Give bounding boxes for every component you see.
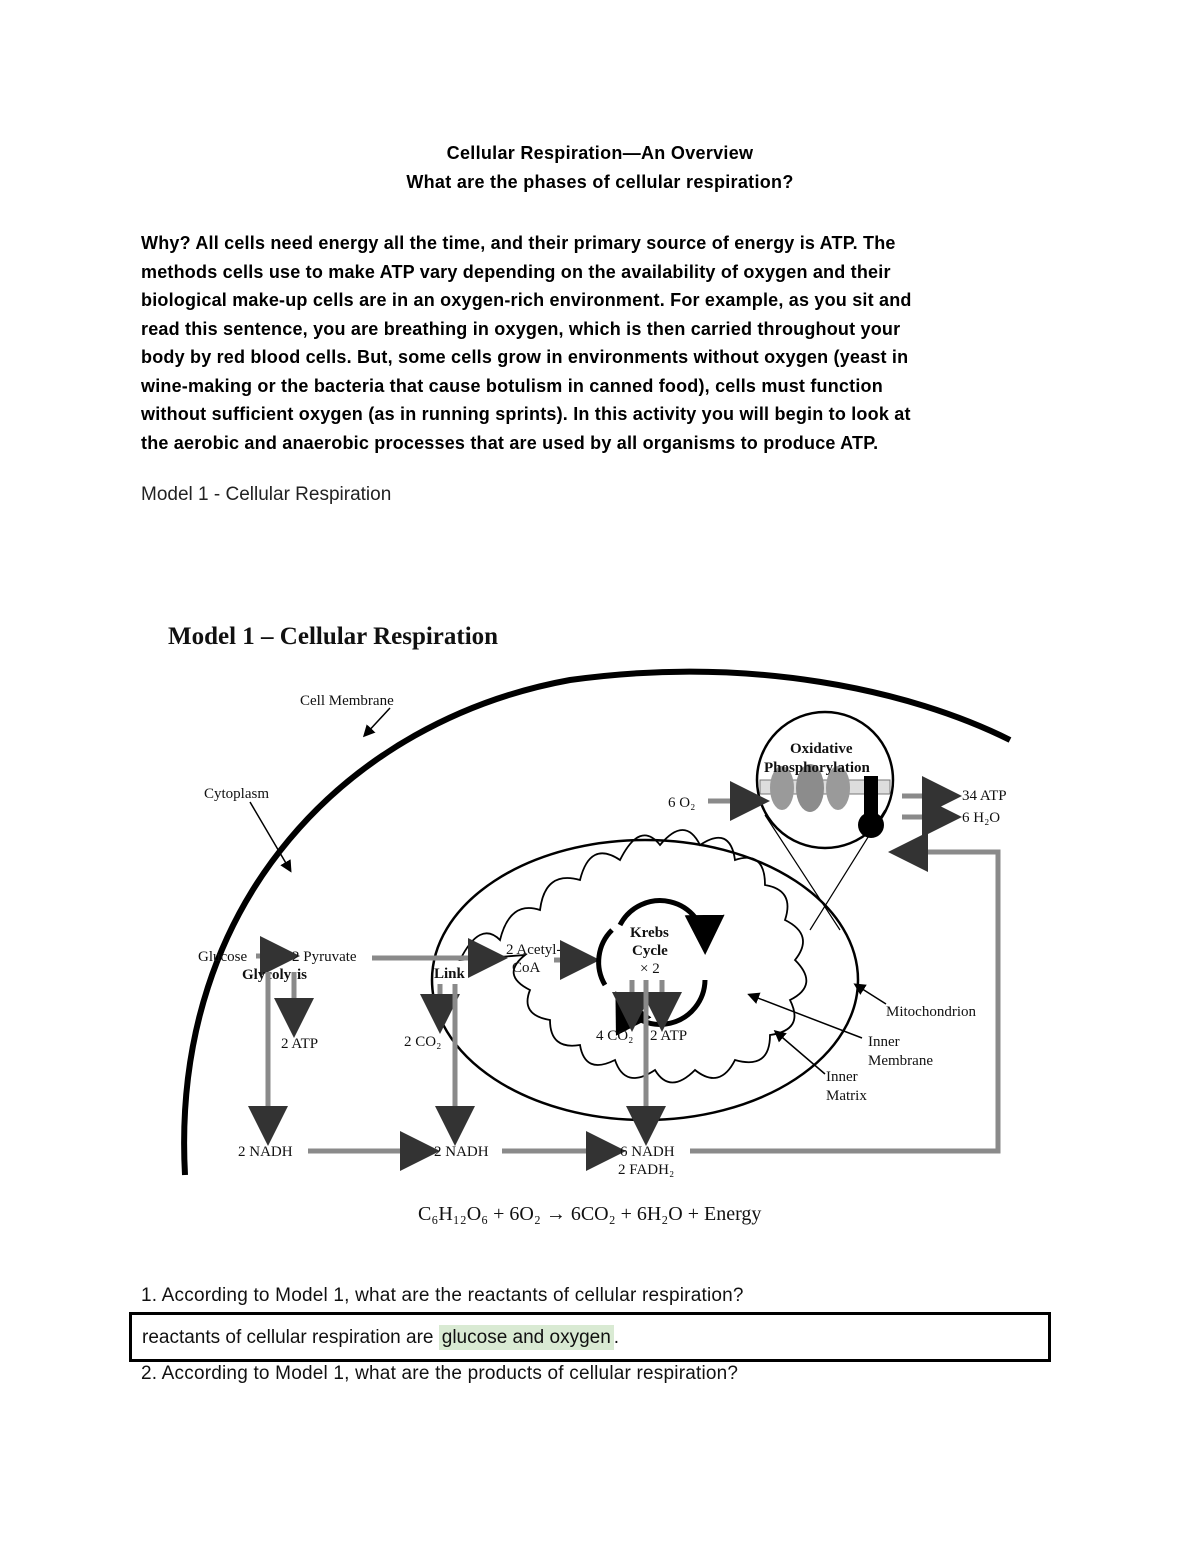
page-subtitle: What are the phases of cellular respirat… [0,172,1200,193]
krebs-co2-label: 4 CO₂ [596,1028,633,1044]
inner-matrix-label-1: Inner [826,1069,858,1085]
link-co2-label: 2 CO₂ [404,1034,441,1050]
mitochondrion-label: Mitochondrion [886,1004,976,1020]
krebs-cycle-arc [599,930,612,985]
cell-membrane-label: Cell Membrane [300,693,394,709]
answer-1-highlight: glucose and oxygen [439,1325,614,1350]
acetyl-coa-label-1: 2 Acetyl- [506,942,561,958]
answer-1-suffix: . [614,1327,619,1348]
h2o-output-label: 6 H₂O [962,810,1000,826]
question-2: 2. According to Model 1, what are the pr… [141,1363,738,1385]
cell-membrane-line [184,672,1010,1175]
intro-line: read this sentence, you are breathing in… [141,315,1061,344]
glycolysis-label: Glycolysis [242,967,307,983]
krebs-label-1: Krebs [630,925,669,941]
oxidative-label-1: Oxidative [790,741,853,757]
inner-membrane-label-1: Inner [868,1034,900,1050]
intro-line: biological make-up cells are in an oxyge… [141,286,1061,315]
intro-line: wine-making or the bacteria that cause b… [141,372,1061,401]
page-title: Cellular Respiration—An Overview [0,143,1200,164]
atp-output-label: 34 ATP [962,788,1007,804]
oxidative-label-2: Phosphorylation [764,760,871,776]
o2-input-label: 6 O₂ [668,795,695,811]
mitochondrion-pointer [856,985,886,1004]
intro-line: without sufficient oxygen (as in running… [141,400,1061,429]
krebs-atp-label: 2 ATP [650,1028,687,1044]
cytoplasm-label: Cytoplasm [204,786,269,802]
intro-line: Why? All cells need energy all the time,… [141,229,1061,258]
intro-paragraph: Why? All cells need energy all the time,… [141,229,1061,457]
overall-equation: C₆H₁₂O₆ + 6O₂ → 6CO₂ + 6H₂O + Energy [418,1203,761,1225]
cellular-respiration-diagram: Model 1 – Cellular Respiration Cell Memb… [150,600,1050,1260]
fadh-label: 2 FADH₂ [618,1162,674,1178]
answer-box-1[interactable]: reactants of cellular respiration are gl… [129,1312,1051,1362]
nadh-label-2: 2 NADH [434,1144,489,1160]
inner-matrix-label-2: Matrix [826,1088,867,1104]
krebs-label-2: Cycle [632,943,668,959]
atp-synthase [864,776,878,818]
intro-line: the aerobic and anaerobic processes that… [141,429,1061,458]
inner-matrix-pointer [776,1032,825,1074]
link-label: Link [434,966,466,982]
answer-1-prefix: reactants of cellular respiration are [142,1327,439,1348]
nadh-label-1: 2 NADH [238,1144,293,1160]
nadh-label-3: 6 NADH [620,1144,675,1160]
atp-synthase-head [858,812,884,838]
model-caption: Model 1 - Cellular Respiration [141,484,391,506]
question-1: 1. According to Model 1, what are the re… [141,1285,744,1307]
acetyl-coa-label-2: CoA [512,960,541,976]
diagram-title: Model 1 – Cellular Respiration [168,623,498,650]
inner-membrane-label-2: Membrane [868,1053,933,1069]
answer-1-text[interactable]: reactants of cellular respiration are gl… [142,1327,619,1349]
glycolysis-atp-label: 2 ATP [281,1036,318,1052]
glucose-label: Glucose [198,949,247,965]
krebs-label-3: × 2 [640,961,660,977]
intro-line: body by red blood cells. But, some cells… [141,343,1061,372]
inner-membrane-pointer [750,995,862,1038]
pyruvate-label: 2 Pyruvate [292,949,357,965]
intro-line: methods cells use to make ATP vary depen… [141,258,1061,287]
cell-membrane-pointer [365,708,390,735]
